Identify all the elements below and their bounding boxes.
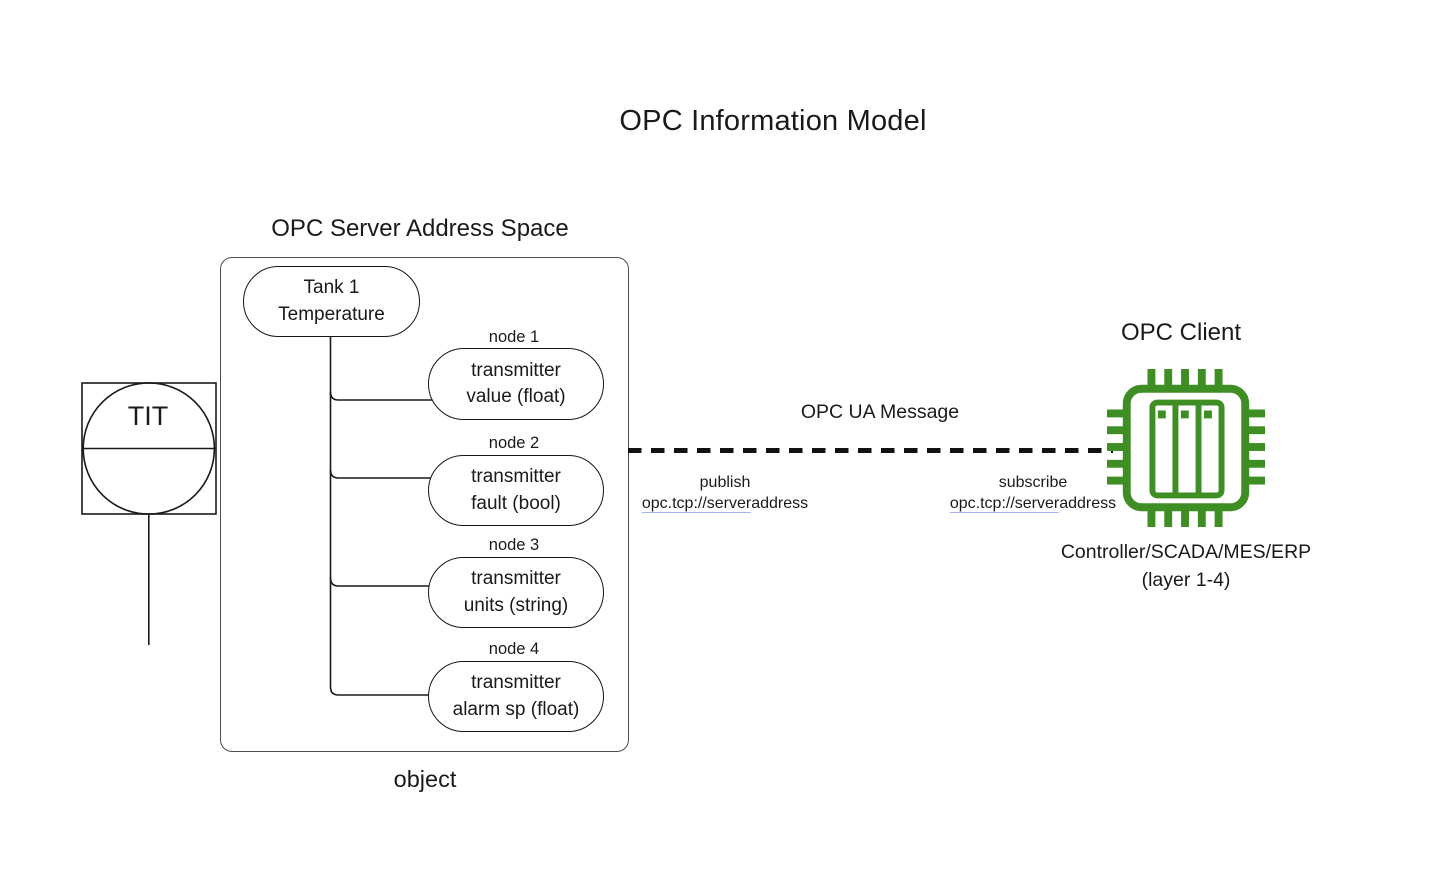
node-3-line2: units (string)	[463, 594, 569, 616]
subscribe-url-rest-part: address	[1059, 495, 1117, 512]
node-3-line1: transmitter	[471, 568, 561, 589]
server-address-space-box	[220, 257, 629, 752]
chip-pins	[1107, 369, 1265, 527]
node-2-label: node 2	[488, 434, 540, 452]
server-address-space-heading: OPC Server Address Space	[271, 215, 569, 242]
instrument-tag: TIT	[127, 401, 169, 431]
opc-ua-message-label: OPC UA Message	[800, 401, 960, 423]
client-caption: Controller/SCADA/MES/ERP (layer 1-4)	[1061, 538, 1311, 594]
opc-client-heading: OPC Client	[1120, 319, 1242, 346]
client-caption-line1: Controller/SCADA/MES/ERP	[1060, 541, 1312, 563]
subscribe-action-label: subscribe	[998, 474, 1068, 491]
subscribe-url-link-part[interactable]: opc.tcp://server	[949, 495, 1060, 513]
tit-instrument-symbol	[81, 382, 217, 645]
node-3-label: node 3	[488, 536, 540, 554]
node-2-line2: fault (bool)	[471, 492, 561, 514]
chip-icon	[1107, 369, 1265, 527]
node-1-label: node 1	[488, 328, 540, 346]
node-4-line2: alarm sp (float)	[452, 698, 580, 720]
subscribe-label-block: subscribe opc.tcp://serveraddress	[949, 472, 1117, 514]
publish-url[interactable]: opc.tcp://serveraddress	[641, 493, 809, 514]
node-4-line1: transmitter	[471, 672, 561, 693]
node-2-pill: transmitter fault (bool)	[428, 455, 604, 526]
node-1-line2: value (float)	[466, 386, 566, 407]
node-4-label: node 4	[488, 640, 540, 658]
node-2-line1: transmitter	[471, 466, 561, 487]
publish-label-block: publish opc.tcp://serveraddress	[641, 472, 809, 514]
node-1-line1: transmitter	[471, 359, 561, 381]
root-node-line1: Tank 1	[303, 277, 360, 298]
chip-body	[1122, 384, 1250, 512]
root-node-line2: Temperature	[278, 303, 385, 325]
chip-inner-bars	[1149, 399, 1225, 499]
subscribe-url[interactable]: opc.tcp://serveraddress	[949, 493, 1117, 514]
node-1-pill: transmitter value (float)	[428, 348, 604, 420]
node-3-pill: transmitter units (string)	[428, 557, 604, 628]
client-caption-line2: (layer 1-4)	[1141, 569, 1231, 591]
node-4-pill: transmitter alarm sp (float)	[428, 661, 604, 732]
object-caption: object	[393, 766, 457, 792]
publish-url-link-part[interactable]: opc.tcp://server	[641, 495, 752, 513]
page-title: OPC Information Model	[619, 105, 927, 137]
root-node-pill: Tank 1 Temperature	[243, 266, 420, 337]
tree-connector-lines	[329, 336, 433, 696]
publish-url-rest-part: address	[751, 495, 809, 512]
publish-action-label: publish	[699, 474, 751, 491]
